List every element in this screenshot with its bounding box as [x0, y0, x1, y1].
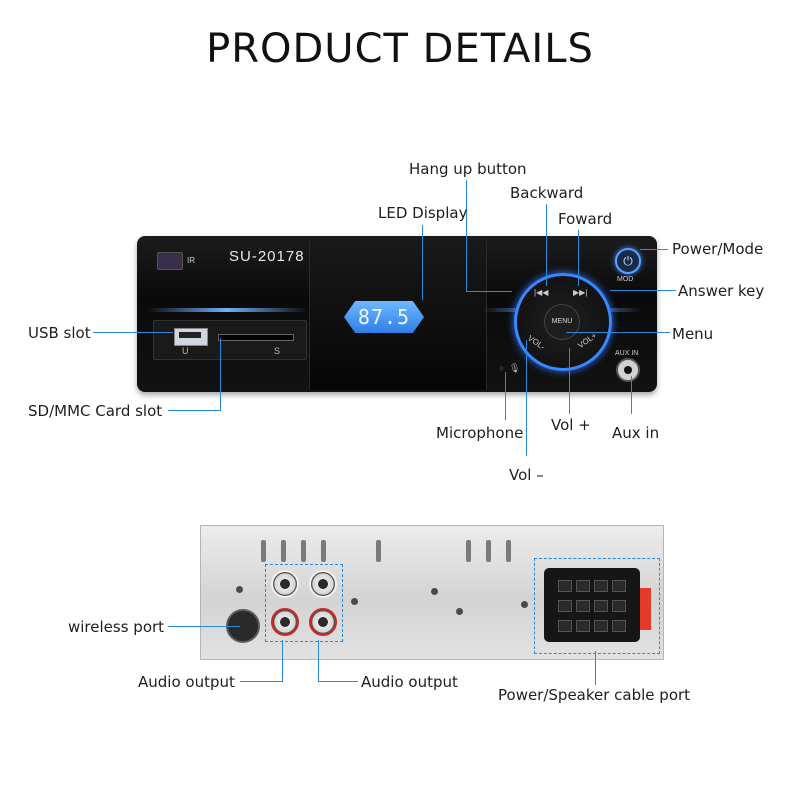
vent-slot — [261, 540, 266, 562]
connector-pin — [594, 600, 608, 612]
wireless-port-callout: wireless port — [68, 618, 165, 636]
connector-pin — [558, 580, 572, 592]
connector-pin — [558, 620, 572, 632]
ir-label: IR — [187, 256, 195, 265]
connector-pin — [594, 620, 608, 632]
vent-slot — [466, 540, 471, 562]
rca-left-white[interactable] — [271, 570, 299, 598]
power-port-box — [534, 558, 660, 654]
connector-pin — [612, 580, 626, 592]
vol-plus-line — [569, 348, 570, 414]
aux-label: AUX IN — [615, 350, 639, 357]
hang-up-line-h — [466, 291, 512, 292]
power-icon: ⏻ — [623, 254, 633, 268]
mod-label: MOD — [617, 276, 634, 283]
connector-pin — [594, 580, 608, 592]
microphone-hole — [499, 366, 504, 371]
sd-card-line-h — [168, 410, 221, 411]
connector-pin — [576, 580, 590, 592]
sd-card-slot[interactable] — [218, 334, 294, 341]
head-unit-back — [200, 525, 664, 660]
screw-hole — [431, 588, 438, 595]
backward-line — [546, 204, 547, 286]
audio-output-1-callout: Audio output — [138, 673, 235, 691]
connector-pin — [612, 600, 626, 612]
head-unit-front: IR SU-20178 87.5 U S 🎙 |◀◀ ▶▶| VOL- VOL+… — [137, 236, 657, 392]
vent-slot — [376, 540, 381, 562]
answer-key-callout: Answer key — [678, 282, 765, 300]
sd-card-line-v — [220, 338, 221, 410]
slot-panel: U S — [153, 320, 307, 360]
vent-slot — [506, 540, 511, 562]
screw-hole — [236, 586, 243, 593]
menu-callout: Menu — [672, 325, 714, 343]
forward-button[interactable]: ▶▶| — [573, 288, 588, 297]
forward-line — [578, 230, 579, 286]
led-display-line — [422, 225, 423, 300]
rca-right-red[interactable] — [309, 608, 337, 636]
rca-right-white[interactable] — [309, 570, 337, 598]
power-speaker-line — [595, 651, 596, 685]
usb-letter: U — [182, 346, 189, 356]
connector-pin — [576, 600, 590, 612]
vol-minus-callout: Vol – — [509, 466, 544, 484]
screw-hole — [456, 608, 463, 615]
answer-key-line — [610, 290, 676, 291]
connector-pin — [576, 620, 590, 632]
vent-slot — [321, 540, 326, 562]
microphone-line — [505, 372, 506, 420]
hang-up-line-v — [466, 180, 467, 292]
ir-sensor — [157, 252, 183, 270]
audio-output-2-callout: Audio output — [361, 673, 458, 691]
model-label: SU-20178 — [229, 248, 305, 265]
vent-slot — [301, 540, 306, 562]
aux-in-line — [631, 376, 632, 414]
power-mode-button[interactable]: ⏻ — [615, 248, 641, 274]
backward-callout: Backward — [510, 184, 584, 202]
left-glow-line — [147, 308, 307, 312]
vol-plus-callout: Vol + — [551, 416, 591, 434]
vent-slot — [281, 540, 286, 562]
usb-port[interactable] — [174, 328, 208, 346]
forward-callout: Foward — [558, 210, 613, 228]
microphone-callout: Microphone — [436, 424, 524, 442]
connector-pin — [612, 620, 626, 632]
power-speaker-callout: Power/Speaker cable port — [498, 686, 691, 704]
fuse — [640, 588, 651, 630]
led-display: 87.5 — [344, 301, 424, 333]
page-title: PRODUCT DETAILS — [206, 26, 594, 72]
audio-output-2-line-h — [318, 681, 358, 682]
menu-button[interactable]: MENU — [544, 304, 580, 340]
aux-in-callout: Aux in — [612, 424, 660, 442]
audio-output-1-line-v — [282, 640, 283, 681]
sd-letter: S — [274, 346, 281, 356]
audio-output-2-line-v — [318, 640, 319, 681]
sd-card-callout: SD/MMC Card slot — [28, 402, 163, 420]
vent-slot — [486, 540, 491, 562]
wireless-line — [168, 626, 240, 627]
led-display-callout: LED Display — [378, 204, 468, 222]
display-value: 87.5 — [357, 305, 411, 329]
screw-hole — [351, 598, 358, 605]
menu-line — [566, 332, 670, 333]
audio-output-1-line-h — [240, 681, 283, 682]
usb-slot-line — [93, 332, 173, 333]
power-mode-line — [640, 249, 668, 250]
aux-in-jack[interactable] — [616, 358, 640, 382]
usb-slot-callout: USB slot — [28, 324, 91, 342]
rca-left-red[interactable] — [271, 608, 299, 636]
power-mode-callout: Power/Mode — [672, 240, 764, 258]
power-speaker-connector[interactable] — [544, 568, 640, 642]
backward-button[interactable]: |◀◀ — [534, 288, 549, 297]
hang-up-callout: Hang up button — [409, 160, 527, 178]
vol-minus-line — [526, 340, 527, 456]
audio-output-box — [265, 564, 343, 642]
connector-pin — [558, 600, 572, 612]
microphone-icon: 🎙 — [509, 363, 521, 373]
screw-hole — [521, 601, 528, 608]
